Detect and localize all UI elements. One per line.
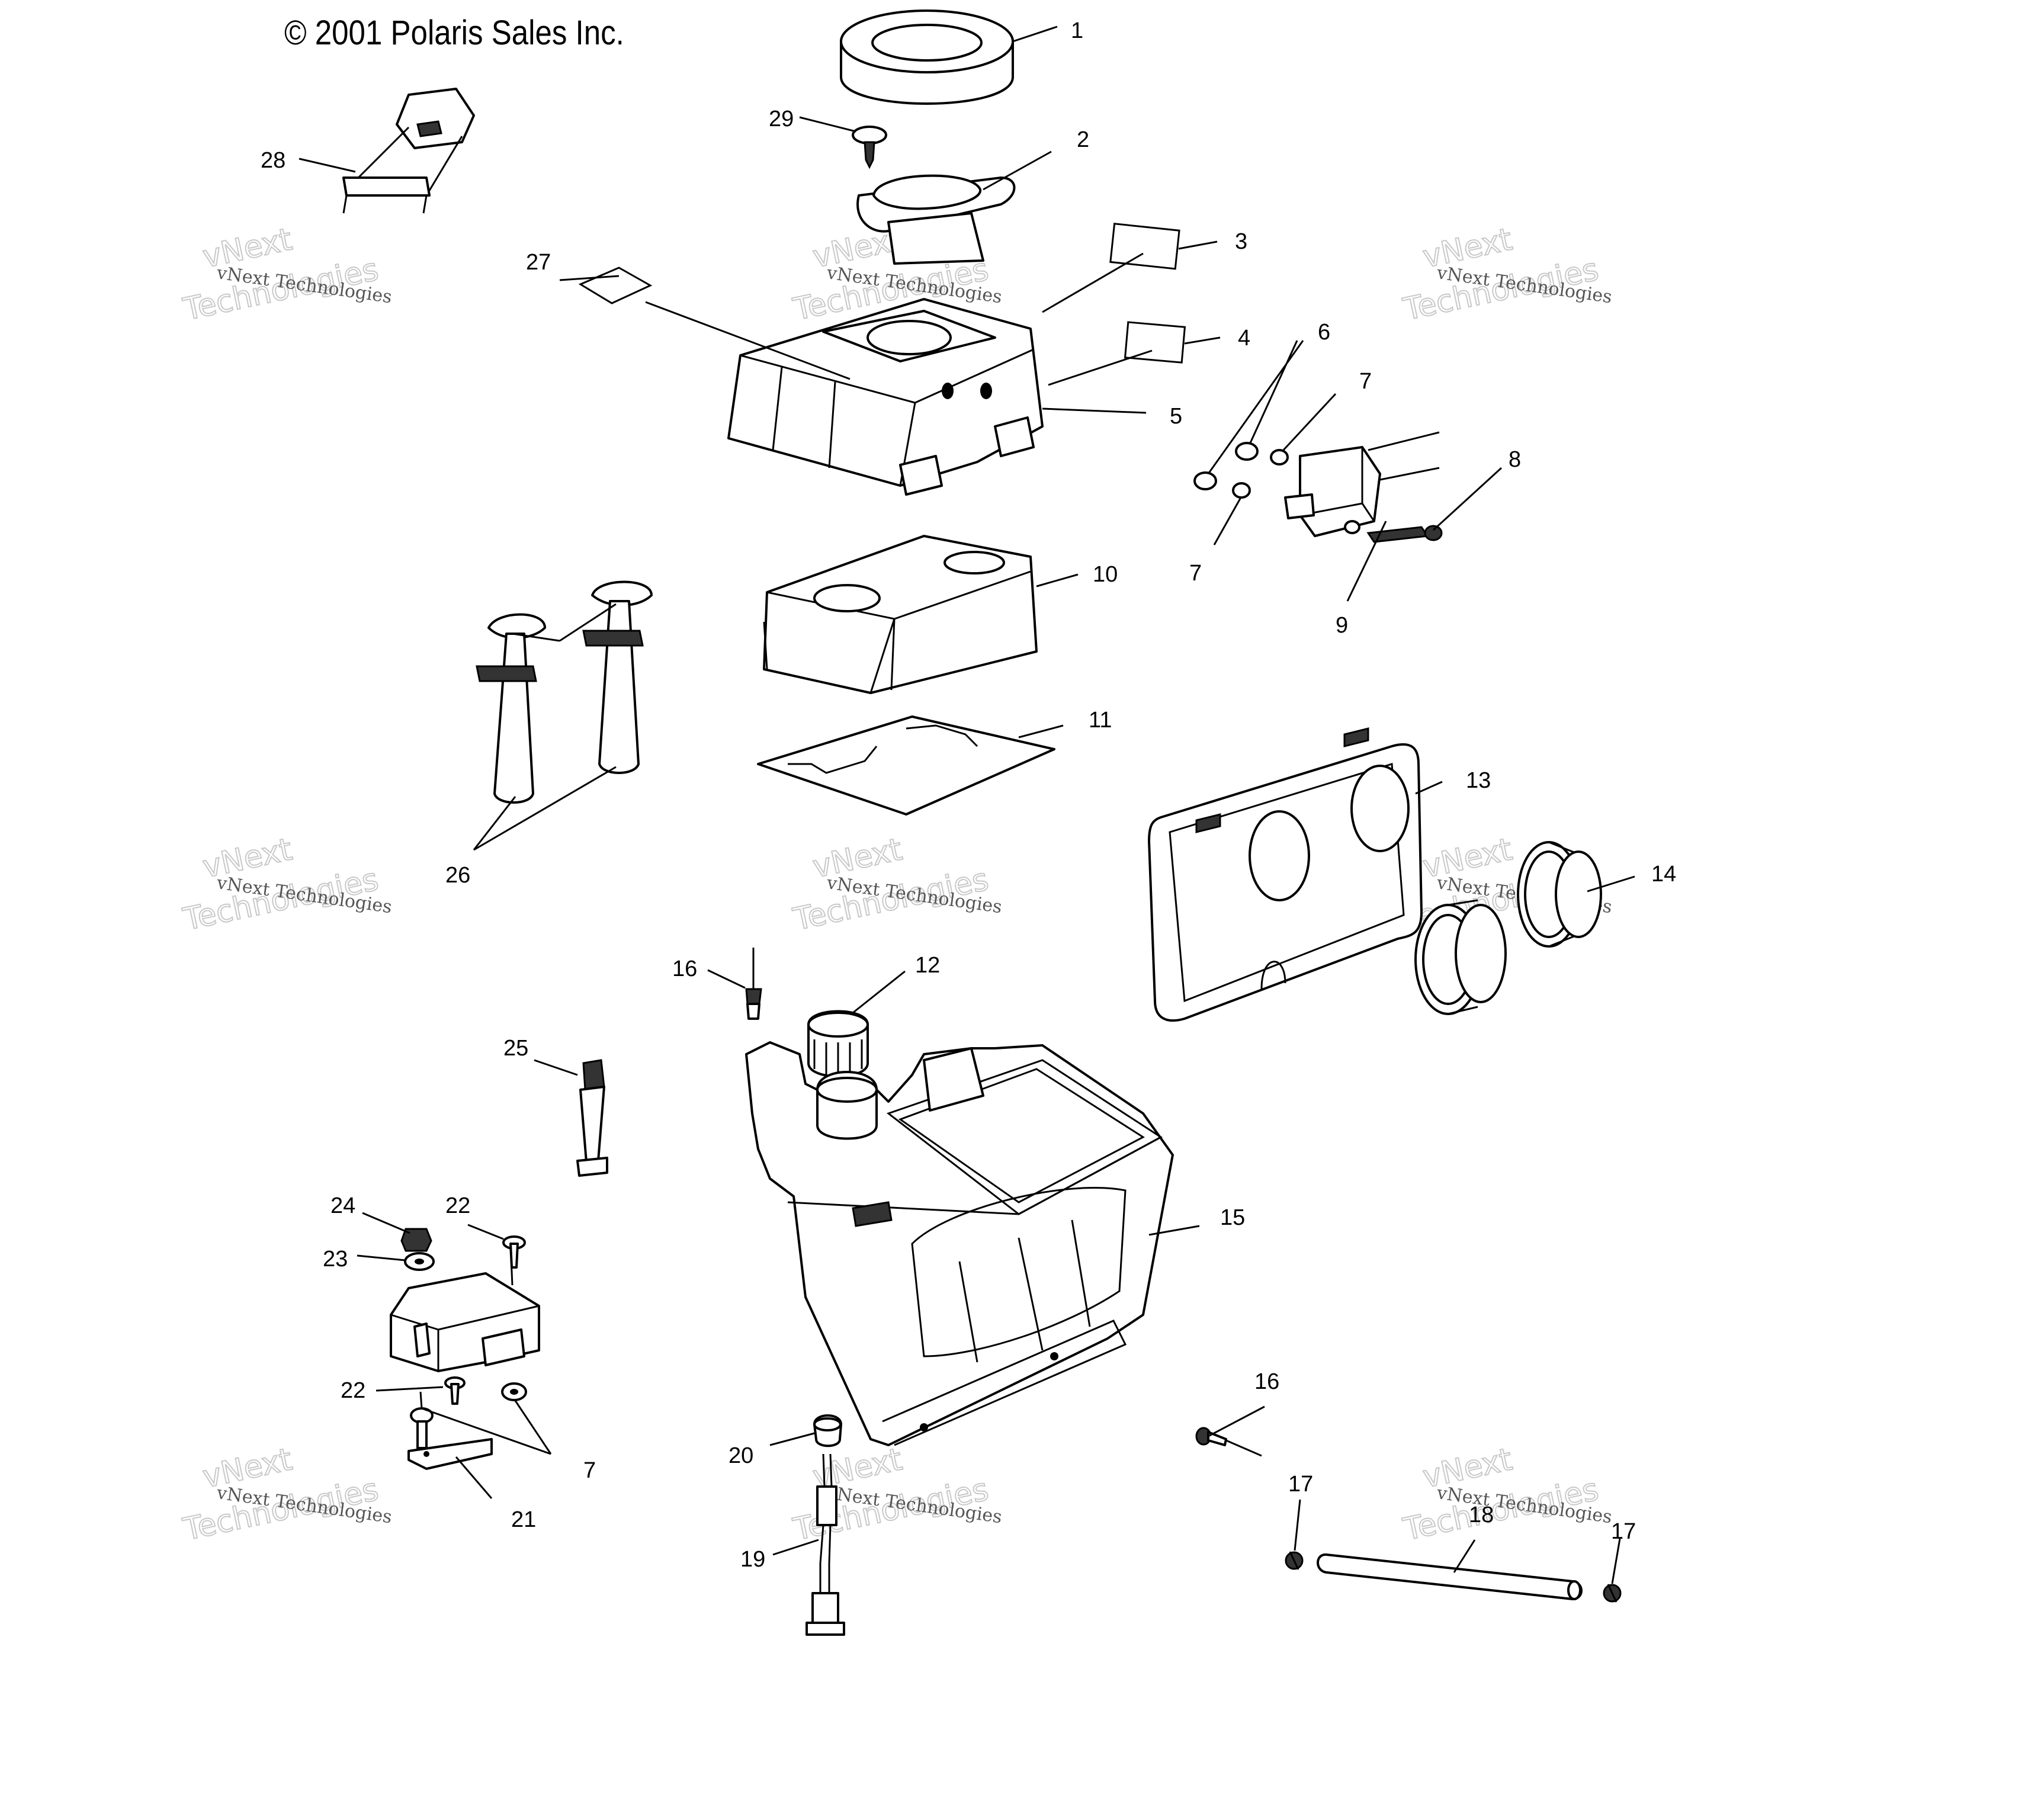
- callout-17: 17: [1611, 1519, 1636, 1544]
- part-14-boot: [1517, 841, 1602, 948]
- callout-9: 9: [1336, 613, 1348, 638]
- callout-25: 25: [503, 1036, 528, 1061]
- part-7-grommet: [501, 1382, 527, 1401]
- part-12-cap: [807, 1010, 869, 1078]
- part-27-decal: [578, 267, 653, 304]
- leader-lines: [299, 25, 1635, 1584]
- callout-16: 16: [672, 956, 697, 981]
- part-4-decal: [1124, 321, 1186, 364]
- callout-13: 13: [1466, 768, 1491, 793]
- callout-7: 7: [583, 1458, 596, 1483]
- part-18-hose: [1317, 1553, 1583, 1600]
- part-1-foam-ring: [840, 9, 1014, 105]
- watermark: vNext Technologies: [179, 831, 382, 938]
- part-21-mount-bracket: [407, 1407, 493, 1470]
- callout-10: 10: [1093, 562, 1118, 587]
- callout-15: 15: [1220, 1205, 1245, 1230]
- part-26-intake-tube: [476, 613, 546, 804]
- callout-5: 5: [1170, 404, 1182, 429]
- callout-14: 14: [1651, 862, 1676, 887]
- part-28-bracket: [342, 88, 475, 214]
- part-26-intake-tube: [582, 580, 653, 774]
- watermark: vNext Technologies: [790, 831, 992, 938]
- callout-20: 20: [729, 1443, 753, 1468]
- part-3-decal: [1109, 223, 1180, 270]
- callout-numbers: 1 2 3 4 5 6 7 7 8 9 10 11 12 13 14 15 16…: [261, 18, 1676, 1572]
- part-22-screw: [444, 1376, 466, 1405]
- part-16-rivet: [745, 948, 762, 1020]
- watermark-group: vNext Technologies vNext Technologies vN…: [179, 221, 1613, 1548]
- callout-16: 16: [1254, 1369, 1279, 1394]
- callout-8: 8: [1509, 447, 1521, 472]
- part-17-clamp: [1603, 1584, 1622, 1603]
- part-23-washer: [404, 1252, 435, 1271]
- part-10-filter: [763, 535, 1038, 694]
- watermark: vNext Technologies: [1400, 1441, 1602, 1548]
- part-19-sensor: [805, 1453, 845, 1636]
- part-2-intake-adapter: [856, 174, 1016, 265]
- callout-6: 6: [1318, 320, 1330, 345]
- copyright-notice: © 2001 Polaris Sales Inc.: [284, 14, 624, 52]
- part-6-7-8-9-coil-assembly: [1193, 431, 1443, 543]
- callout-22: 22: [341, 1378, 365, 1403]
- callout-24: 24: [330, 1193, 355, 1218]
- part-17-clamp: [1285, 1551, 1304, 1570]
- part-25-clip: [576, 1059, 608, 1177]
- part-15-airbox-base: [745, 1041, 1174, 1446]
- callout-1: 1: [1071, 18, 1083, 43]
- part-22-screw: [502, 1235, 526, 1269]
- callout-28: 28: [261, 148, 285, 173]
- callout-23: 23: [323, 1247, 348, 1272]
- callout-7: 7: [1359, 369, 1372, 394]
- callout-26: 26: [445, 863, 470, 888]
- callout-11: 11: [1089, 708, 1112, 733]
- callout-12: 12: [915, 953, 940, 978]
- callout-19: 19: [740, 1547, 765, 1572]
- callout-29: 29: [769, 107, 794, 131]
- callout-21: 21: [511, 1507, 536, 1532]
- callout-17: 17: [1288, 1472, 1313, 1497]
- part-20-grommet: [813, 1414, 842, 1447]
- watermark: vNext Technologies: [179, 221, 382, 328]
- callout-7: 7: [1189, 561, 1202, 586]
- watermark: vNext Technologies: [1400, 221, 1602, 328]
- callout-18: 18: [1469, 1503, 1494, 1527]
- part-29-push-pin: [852, 126, 887, 169]
- callout-22: 22: [445, 1193, 470, 1218]
- callout-4: 4: [1238, 326, 1250, 351]
- part-14-boot: [1414, 899, 1507, 1015]
- part-5-airbox-lid: [727, 298, 1044, 496]
- part-11-gasket: [757, 715, 1055, 816]
- module-box: [390, 1272, 540, 1372]
- part-24-nut: [400, 1228, 432, 1252]
- callout-3: 3: [1235, 229, 1247, 254]
- callout-2: 2: [1077, 127, 1089, 152]
- callout-27: 27: [526, 250, 551, 275]
- part-16-rivet: [1195, 1427, 1262, 1457]
- watermark: vNext Technologies: [179, 1441, 382, 1548]
- part-13-airbox-frame: [1148, 727, 1423, 1022]
